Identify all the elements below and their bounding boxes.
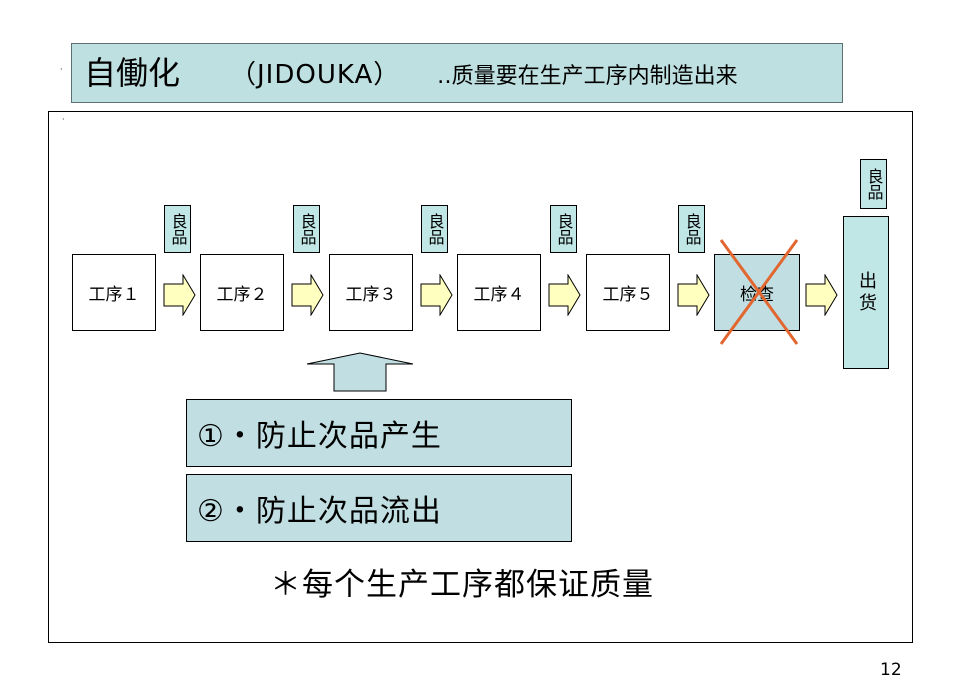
right-arrow-icon [677,274,710,316]
process-step-3: 工序３ [329,254,413,331]
process-step-1: 工序１ [72,254,156,331]
right-arrow-icon [548,274,581,316]
good-tag-output: 良品 [860,159,887,209]
decorative-dot: · [60,65,63,74]
good-tag-3: 良品 [421,205,448,253]
good-tag-4: 良品 [550,205,577,253]
right-arrow-icon [163,274,196,316]
up-arrow-icon [306,352,414,392]
good-tag-2: 良品 [293,205,320,253]
page-title: 自働化 [84,54,181,92]
process-step-2: 工序２ [200,254,284,331]
right-arrow-icon [420,274,453,316]
diagram-frame [48,111,913,643]
right-arrow-icon [805,274,838,316]
ship-box: 出货 [843,216,889,369]
title-note: ‥质量要在生产工序内制造出来 [437,64,738,89]
summary-text: ＊每个生产工序都保证质量 [270,567,654,603]
page-subtitle: （JIDOUKA） [230,60,401,90]
process-step-5: 工序５ [586,254,670,331]
inspection-step: 检查 [714,254,800,331]
title-box: 自働化 （JIDOUKA） ‥质量要在生产工序内制造出来 [71,43,843,103]
process-step-4: 工序４ [457,254,541,331]
page-number: 12 [880,660,902,680]
right-arrow-icon [291,274,324,316]
decorative-dot: · [62,115,65,124]
point-prevent-outflow: ②・防止次品流出 [186,474,572,542]
good-tag-5: 良品 [678,205,705,253]
good-tag-1: 良品 [164,205,191,253]
point-prevent-defect: ①・防止次品产生 [186,399,572,467]
